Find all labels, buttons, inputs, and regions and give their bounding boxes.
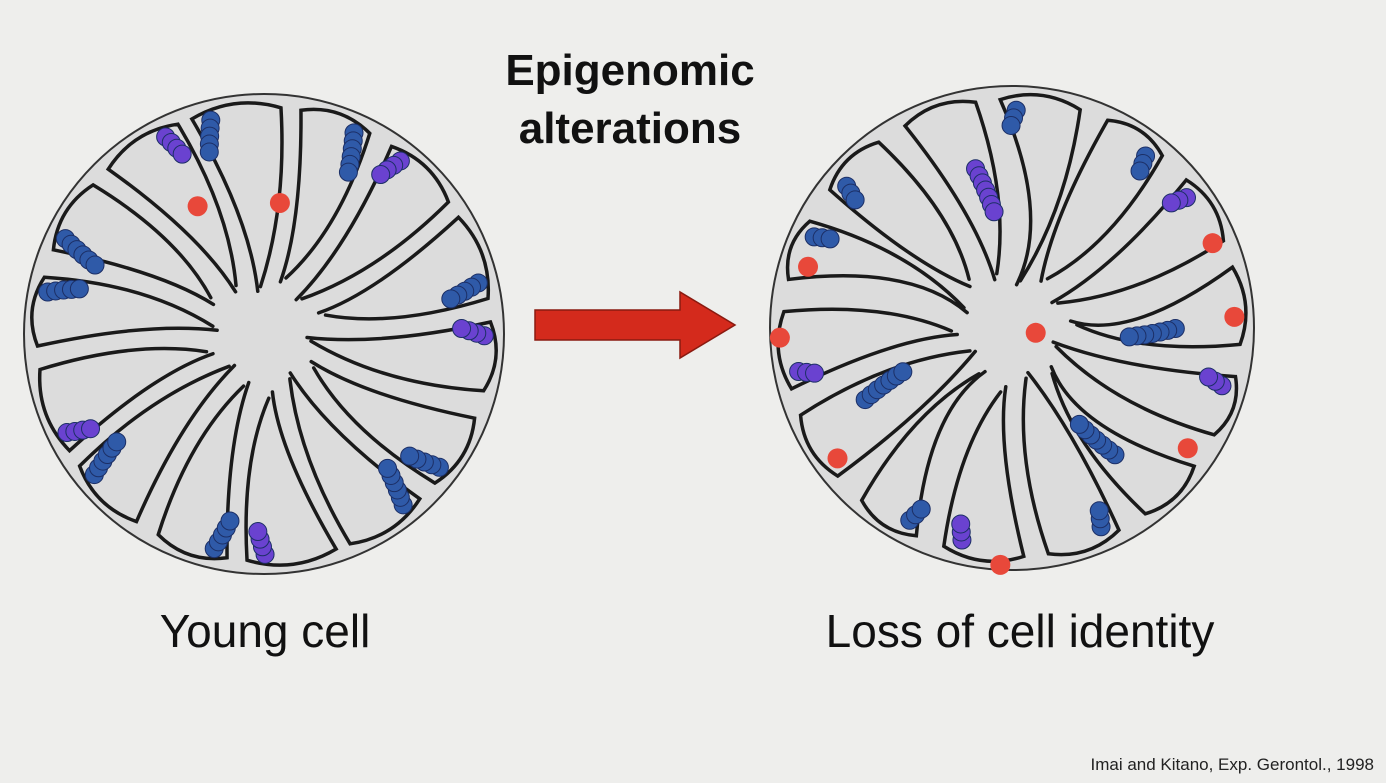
title-line-2: alterations [518,104,742,153]
nucleus-envelope [23,93,505,575]
heterochromatin-bead [400,446,420,466]
chromatin-loop [77,363,237,524]
chromatin-loop [30,275,219,349]
heterochromatin-bead [220,511,240,531]
damage-marker [1177,438,1198,459]
chromatin-loop [37,346,215,454]
nucleus-envelope [769,85,1255,571]
damage-marker [827,448,848,469]
diagram-title: Epigenomic alterations [430,42,830,158]
chromatin-loop [156,380,251,561]
chromatin-loop [105,122,238,294]
heterochromatin-bead [452,319,472,339]
young-cell-nucleus [23,93,505,575]
right-arrow-icon [534,290,737,360]
heterochromatin-bead [1199,367,1219,387]
chromatin-loops [30,101,498,567]
chromatin-loop [309,359,477,486]
chromatin-loop [1021,370,1122,557]
chromatin-loop [288,371,423,546]
chromatin-loop [827,140,972,289]
heterochromatin-bead [172,144,192,164]
heterochromatin-bead [441,289,461,309]
heterochromatin-bead [248,522,268,542]
heterochromatin-bead [1119,327,1139,347]
chromatin-loops [776,92,1248,564]
heterochromatin-bead [1130,161,1150,181]
chromatin-loop [1050,177,1226,305]
heterochromatin-bead [1161,193,1181,213]
chromatin-loop [278,107,372,284]
heterochromatin-bead [85,255,105,275]
chromatin-loop [51,182,216,307]
chromatin-loop [305,319,498,393]
heterochromatin-bead [805,363,825,383]
chromatin-loop [316,214,491,321]
chromatin-loop [244,390,339,567]
heterochromatin-bead [81,419,101,439]
chromatin-loop [859,369,987,538]
damage-marker [798,256,819,277]
chromatin-loop [1051,340,1239,437]
aged-cell-label: Loss of cell identity [825,605,1215,657]
heterochromatin-bead [371,164,391,184]
heterochromatin-bead [69,279,89,299]
chromatin-loop [776,307,959,392]
heterochromatin-bead [893,362,913,382]
aged-cell-nucleus [769,85,1255,575]
damage-marker [1224,306,1245,327]
damage-markers [187,192,290,217]
damage-marker [269,192,290,213]
damage-marker [1025,322,1046,343]
damage-markers [769,233,1245,575]
heterochromatin-bead [951,514,971,534]
damage-marker [1202,233,1223,254]
chromatin-loop [1039,118,1165,283]
title-line-1: Epigenomic [505,46,755,95]
heterochromatin-bead [820,229,840,249]
chromatin-loop [997,92,1083,287]
heterochromatin-bead [1001,115,1021,135]
damage-marker [187,196,208,217]
damage-marker [769,327,790,348]
chromatin-loop [941,384,1026,564]
heterochromatin-bead [378,458,398,478]
heterochromatin-bead [199,142,219,162]
heterochromatin-bead [338,162,358,182]
heterochromatin-bead [107,432,127,452]
heterochromatin-bead [984,202,1004,222]
heterochromatin-bead [911,499,931,519]
heterochromatin-bead [1069,414,1089,434]
chromatin-loop [785,219,969,315]
chromatin-loop [294,144,451,302]
damage-marker [990,554,1011,575]
heterochromatin-bead [845,190,865,210]
citation: Imai and Kitano, Exp. Gerontol., 1998 [1090,755,1374,774]
young-cell-label: Young cell [159,605,371,657]
heterochromatin-bead [1089,501,1109,521]
